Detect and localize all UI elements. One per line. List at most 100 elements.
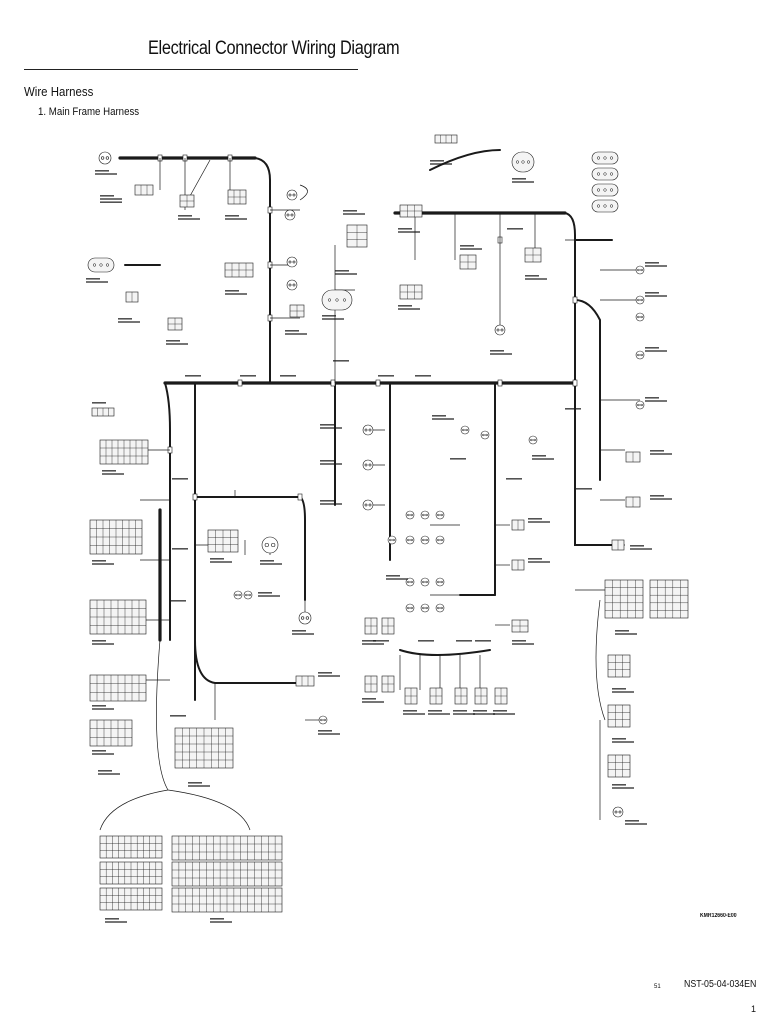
pin [425, 513, 428, 517]
connector-label-mark [493, 713, 515, 715]
connector-label-mark [430, 160, 444, 162]
connector-label-mark [318, 672, 332, 674]
connector-shell [362, 499, 374, 511]
round-connector-t [480, 430, 490, 440]
right-branch-c [574, 382, 613, 546]
connector-label-mark [418, 640, 434, 642]
pin [264, 542, 269, 548]
pin [407, 538, 410, 542]
connector-label-mark [292, 633, 314, 635]
pin [440, 538, 443, 542]
connector-label-mark [210, 918, 224, 920]
connector-label-mark [318, 733, 340, 735]
connector-center-tall [346, 224, 368, 248]
connector-label-mark [630, 548, 652, 550]
connector-shell [286, 189, 298, 201]
connector-ecu-b-mid [171, 861, 283, 887]
pin [407, 580, 410, 584]
title-underline [24, 69, 358, 70]
document-number: NST-05-04-034EN [684, 979, 757, 990]
branch-lead [299, 184, 308, 201]
connector-right-big-1 [604, 579, 644, 619]
pin [440, 580, 443, 584]
connector-label-mark [260, 560, 274, 562]
connector-shell [635, 400, 645, 410]
connector-label-mark [630, 545, 644, 547]
connector-ecu-b-bottom [171, 887, 283, 913]
connector-label-mark [322, 315, 336, 317]
connector-label-mark [95, 170, 109, 172]
connector-shell [480, 430, 490, 440]
connector-label-mark [645, 397, 659, 399]
connector-label-mark [612, 787, 634, 789]
pin [425, 606, 428, 610]
round-connector-aa [435, 535, 445, 545]
connector-label-mark [188, 785, 210, 787]
round-connector-i [635, 350, 645, 360]
connector-right-col-c [607, 754, 631, 778]
connector-right-side-2 [625, 496, 641, 508]
connector-far-right-1 [591, 151, 619, 165]
pin [235, 593, 238, 597]
connector-label-mark [473, 713, 495, 715]
connector-label-mark [86, 278, 100, 280]
connector-shell [405, 603, 415, 613]
connector-label-mark [512, 178, 526, 180]
connector-label-mark [386, 575, 400, 577]
connector-label-mark [460, 245, 474, 247]
connector-label-mark [456, 640, 472, 642]
connector-shell [362, 424, 374, 436]
connector-cb-1 [364, 617, 378, 635]
connector-housing [134, 184, 154, 196]
round-connector-p [362, 459, 374, 471]
connector-label-mark [260, 563, 282, 565]
pin [292, 193, 296, 197]
connector-label-mark [335, 270, 349, 272]
pin [425, 580, 428, 584]
connector-housing [649, 579, 689, 619]
round-connector-n [318, 715, 328, 725]
pin [437, 606, 440, 610]
connector-shell [362, 459, 374, 471]
pin [320, 718, 323, 722]
connector-label-mark [528, 558, 542, 560]
round-connector-s [460, 425, 470, 435]
page-index: 51 [654, 984, 661, 990]
connector-label-mark [292, 630, 306, 632]
pin [305, 616, 310, 620]
pin [637, 298, 640, 302]
connector-cr-2 [511, 559, 525, 571]
pin [437, 513, 440, 517]
pin [410, 580, 413, 584]
connector-far-right-3 [591, 183, 619, 197]
connector-label-mark [362, 701, 384, 703]
pin [640, 298, 643, 302]
round-connector-ae [405, 603, 415, 613]
pin [245, 593, 248, 597]
connector-label-mark [166, 340, 180, 342]
connector-left-lower-2 [167, 317, 183, 331]
connector-label-mark [92, 705, 106, 707]
connector-label-mark [430, 163, 452, 165]
pin [288, 193, 292, 197]
connector-bottom-row-4 [474, 687, 488, 705]
pin [407, 513, 410, 517]
pin [292, 260, 296, 264]
connector-label-mark [320, 460, 334, 462]
connector-right-upper [399, 204, 423, 218]
connector-label-mark [362, 640, 376, 642]
pin [410, 513, 413, 517]
connector-shell [420, 535, 430, 545]
connector-label-mark [528, 518, 542, 520]
connector-label-mark [645, 295, 667, 297]
connector-label-mark [92, 708, 114, 710]
pin [530, 438, 533, 442]
round-connector-d [286, 279, 298, 291]
pin [485, 433, 488, 437]
pin [323, 718, 326, 722]
connector-shell [494, 324, 506, 336]
round-connector-o [362, 424, 374, 436]
pin [425, 538, 428, 542]
connector-label-mark [318, 730, 332, 732]
connector-label-mark [102, 470, 116, 472]
